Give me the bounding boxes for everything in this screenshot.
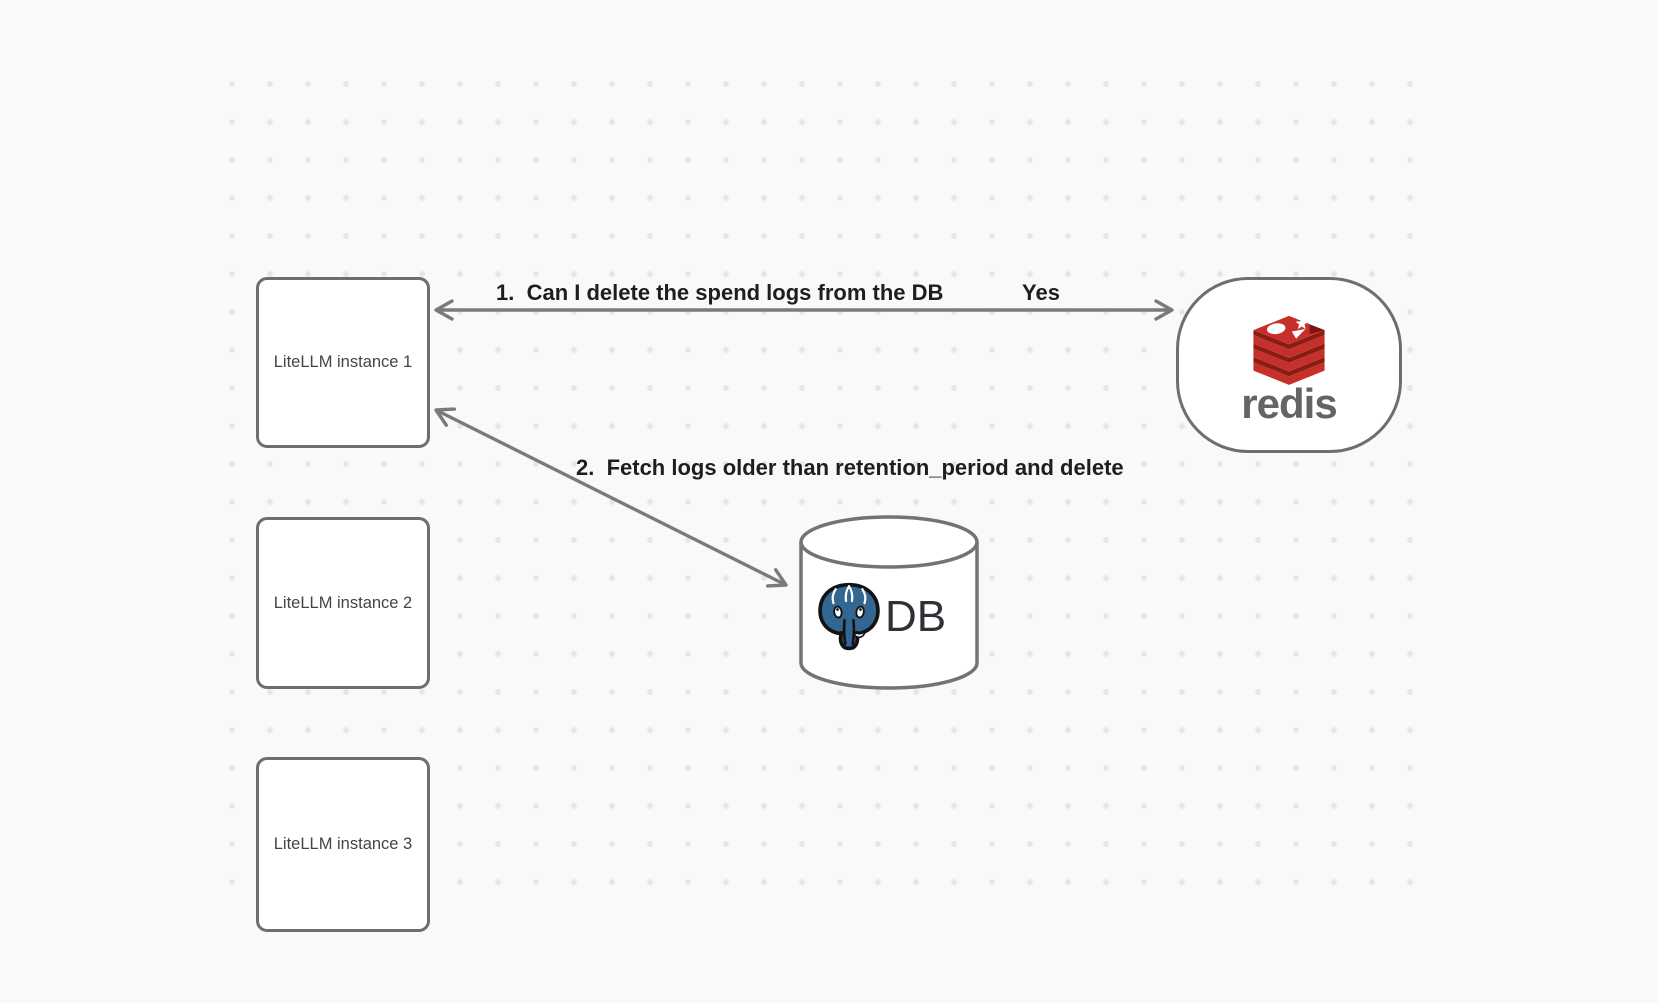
edge-2-label[interactable]: 2. Fetch logs older than retention_perio…: [576, 455, 1124, 480]
database-label: DB: [885, 592, 947, 641]
litellm-instance-1-node[interactable]: LiteLLM instance 1: [256, 277, 430, 448]
database-node[interactable]: DB: [797, 513, 981, 693]
litellm-instance-2-node[interactable]: LiteLLM instance 2: [256, 517, 430, 689]
litellm-instance-1-label: LiteLLM instance 1: [273, 353, 413, 371]
redis-logo-icon: [1253, 315, 1325, 385]
postgresql-elephant-icon: [818, 582, 880, 651]
edge-1-reply-label[interactable]: Yes: [1022, 280, 1060, 305]
redis-node[interactable]: redis: [1176, 277, 1402, 453]
litellm-instance-3-label: LiteLLM instance 3: [273, 835, 413, 853]
database-cylinder-shape: [799, 515, 979, 690]
redis-wordmark: redis: [1241, 380, 1337, 427]
litellm-instance-2-label: LiteLLM instance 2: [273, 593, 413, 612]
litellm-instance-3-node[interactable]: LiteLLM instance 3: [256, 757, 430, 932]
edge-1-label[interactable]: 1. Can I delete the spend logs from the …: [496, 280, 944, 305]
